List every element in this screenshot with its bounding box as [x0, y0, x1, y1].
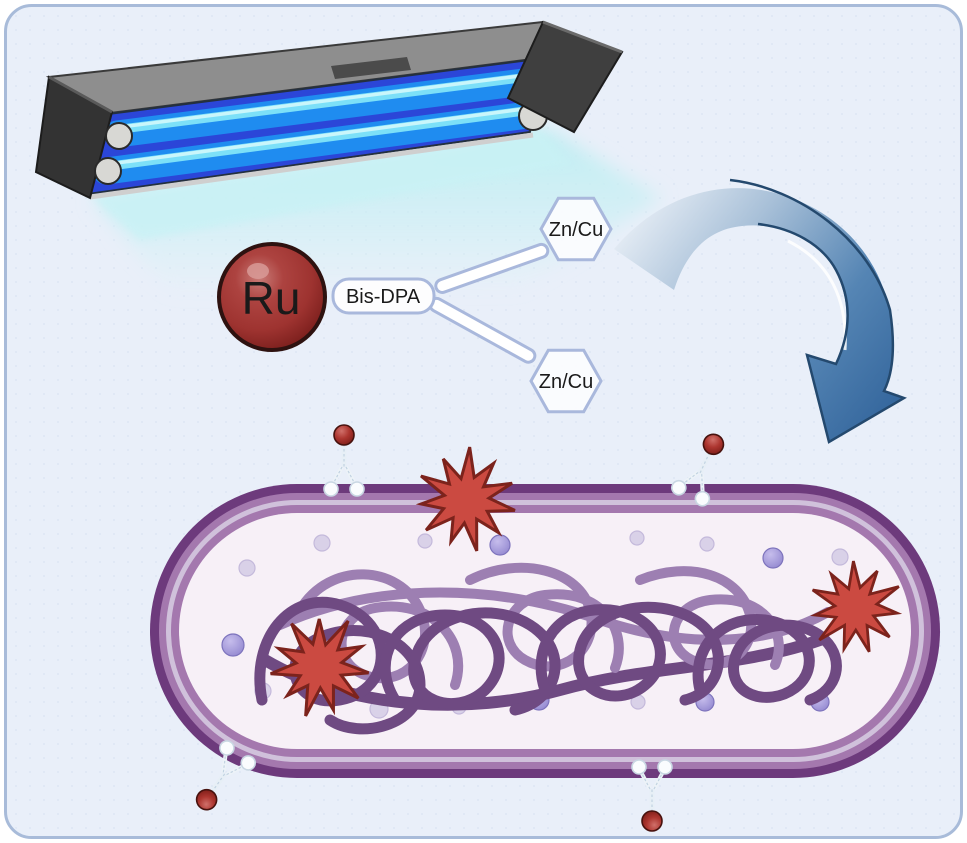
ru-sphere [217, 242, 327, 352]
dna-strand [692, 614, 842, 706]
uv-lamp [34, 20, 662, 292]
dna-strand [635, 566, 784, 670]
cytoplasm-granule [699, 536, 715, 552]
cytoplasm-granule [489, 534, 511, 556]
photosensitizer-complex: Ru Bis-DPA Zn/Cu Zn/Cu [217, 196, 613, 414]
linker-label: Bis-DPA [346, 286, 421, 308]
bis-dpa-box [331, 277, 436, 315]
tube-end-cap [94, 157, 122, 185]
lamp-top-vent [331, 57, 411, 79]
uv-tube [103, 65, 561, 148]
dna-strand [535, 601, 724, 706]
lamp-cap-highlight [48, 75, 113, 114]
lamp-bottom-rim [89, 132, 534, 200]
cytoplasm-granule [629, 530, 645, 546]
metal-binding-label-top: Zn/Cu [549, 219, 603, 241]
tube-end-cap [105, 122, 133, 150]
zn-cu-hexagon-bottom [529, 348, 603, 414]
cytoplasm-granule [238, 559, 256, 577]
cytoplasm-granule [762, 547, 784, 569]
ru-label: Ru [242, 272, 301, 324]
application-arrow [614, 178, 907, 444]
cytoplasm-granule [417, 533, 433, 549]
arrow-body [614, 188, 904, 442]
metal-binding-label-bottom: Zn/Cu [539, 371, 593, 393]
linker-arm-top [434, 242, 550, 294]
bacterium [150, 425, 940, 831]
cytoplasm-granule [221, 633, 245, 657]
zn-cu-hexagon-top [539, 196, 613, 262]
dna-strand [465, 562, 624, 673]
lamp-cap-highlight [542, 20, 623, 54]
ru-sphere-highlight [247, 263, 269, 279]
uv-glow-bright [90, 130, 570, 240]
cytoplasm-granule [313, 534, 331, 552]
uv-tube [92, 100, 549, 185]
cytoplasm-granule [831, 548, 849, 566]
arrow-outline [729, 178, 907, 444]
